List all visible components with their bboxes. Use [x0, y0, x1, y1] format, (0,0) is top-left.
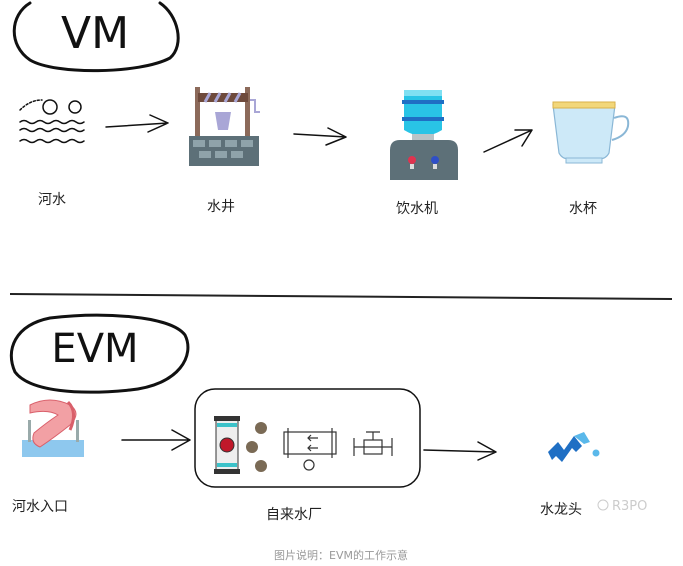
watermark-logo-icon [597, 499, 609, 511]
vm-title-bubble: VM [12, 1, 180, 73]
section-divider [9, 293, 673, 300]
arrow-2 [293, 127, 347, 146]
water-dispenser-icon [390, 90, 458, 180]
cup-icon [552, 101, 630, 164]
evm-title-bubble: EVM [9, 313, 190, 394]
arrow-5 [423, 441, 497, 461]
faucet-icon [548, 432, 600, 462]
caption: 图片说明：EVM的工作示意 [274, 548, 408, 562]
step-label-well: 水井 [207, 199, 235, 215]
water-well-icon [189, 87, 260, 166]
step-label-river-inlet: 河水入口 [12, 499, 68, 515]
arrow-4 [121, 429, 191, 451]
vm-title: VM [61, 8, 129, 59]
water-plant-icon [194, 388, 421, 488]
evm-title: EVM [51, 326, 138, 372]
arrow-1 [105, 114, 169, 133]
step-label-faucet: 水龙头 [540, 502, 582, 518]
wind-water-icon [19, 99, 85, 144]
step-label-river: 河水 [38, 192, 66, 208]
water-slide-icon [22, 399, 84, 457]
watermark: R3PO [612, 499, 647, 514]
step-label-dispenser: 饮水机 [396, 201, 438, 217]
arrow-3 [483, 129, 533, 153]
step-label-water-plant: 自来水厂 [266, 507, 322, 523]
step-label-cup: 水杯 [569, 201, 597, 217]
